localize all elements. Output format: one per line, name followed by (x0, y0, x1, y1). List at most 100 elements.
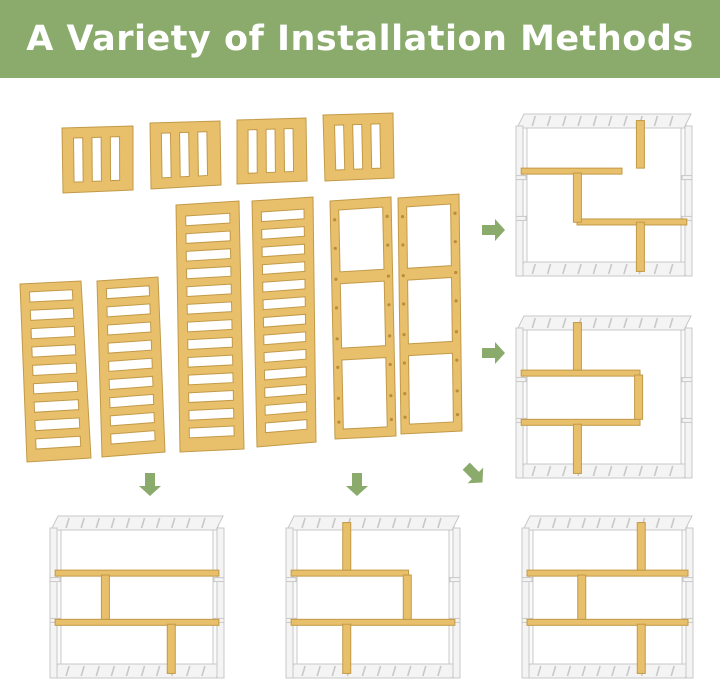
side-rail (49, 577, 61, 583)
shelf-configuration-icon (521, 515, 694, 679)
slat (422, 517, 427, 529)
slat (406, 665, 412, 677)
panel-gap (261, 243, 306, 258)
screw-dot (402, 333, 406, 337)
screw-dot (454, 299, 458, 303)
slat (596, 517, 601, 529)
panel-opening (179, 131, 190, 178)
slat (562, 317, 567, 329)
slat (331, 665, 337, 677)
slat (140, 517, 146, 529)
screw-dot (402, 302, 406, 306)
panel-gap (261, 226, 305, 240)
slat (592, 465, 598, 477)
slat (607, 263, 613, 275)
panel-gap (29, 307, 75, 321)
bamboo-divider (635, 120, 645, 169)
bottom-shelf (516, 463, 692, 479)
front-post (515, 125, 524, 277)
panel-gap (32, 380, 79, 395)
screw-dot (388, 362, 392, 367)
slat (653, 465, 659, 477)
slat (551, 665, 557, 677)
bamboo-panel-icon (397, 193, 463, 435)
panel-gap (186, 283, 232, 297)
bamboo-shelf (54, 618, 220, 626)
bamboo-panel-icon (96, 276, 166, 458)
slat (581, 517, 587, 529)
arrow-icon (482, 342, 505, 364)
screw-dot (455, 358, 459, 362)
panel-gap (188, 425, 235, 439)
slat (668, 115, 674, 127)
slat (668, 263, 674, 275)
screw-dot (334, 306, 339, 310)
slat (65, 517, 70, 529)
bamboo-panel-icon (175, 200, 245, 453)
bamboo-shelf (526, 569, 689, 577)
bamboo-divider (636, 522, 646, 571)
bamboo-shelf (290, 569, 410, 577)
top-shelf (286, 515, 460, 531)
slat (551, 517, 557, 529)
bottom-shelf (286, 663, 460, 679)
panel-gap (262, 278, 306, 293)
front-post (452, 527, 461, 679)
side-rail (681, 377, 693, 383)
slat (406, 517, 412, 529)
screw-dot (403, 415, 407, 419)
slat (376, 517, 382, 529)
slat (592, 263, 598, 275)
panel-gap (28, 289, 74, 303)
panel-gap (31, 344, 77, 358)
panel-gap (32, 362, 78, 377)
panel-opening (283, 127, 295, 173)
panel-gap (106, 303, 151, 318)
slat (581, 665, 587, 677)
panel-gap (108, 357, 153, 372)
slat (437, 517, 442, 529)
side-rail (681, 175, 693, 181)
bamboo-panel-icon (251, 196, 317, 448)
arrow-shape (462, 462, 484, 484)
slat (391, 665, 397, 677)
slat (95, 517, 101, 529)
panel-gap (188, 407, 235, 421)
panel-gap (185, 248, 232, 262)
bamboo-panel-icon (329, 196, 397, 440)
slat (655, 517, 661, 529)
slat (607, 115, 613, 127)
arrow-icon (139, 473, 161, 496)
slat (625, 517, 631, 529)
screw-dot (401, 243, 405, 247)
screw-dot (387, 303, 391, 307)
panel-opening (197, 131, 209, 177)
panel-opening (333, 124, 346, 171)
panel-window (339, 280, 387, 349)
slat (546, 263, 552, 275)
arrow-icon (482, 219, 505, 241)
slat (623, 263, 628, 275)
panel-gap (35, 435, 82, 450)
slat (301, 665, 306, 677)
slat (140, 665, 146, 677)
panel-gap (186, 301, 233, 315)
slat (537, 665, 542, 677)
front-post (684, 327, 693, 479)
arrow-icon (346, 473, 368, 496)
panel-opening (265, 128, 276, 174)
front-post (684, 125, 693, 277)
bottom-shelf (516, 261, 692, 277)
slat (537, 517, 542, 529)
side-rail (285, 577, 297, 583)
slat (110, 517, 116, 529)
front-post (285, 527, 294, 679)
bamboo-divider (572, 423, 582, 474)
bamboo-divider (166, 623, 176, 674)
slat (562, 115, 567, 127)
panel-gap (263, 348, 307, 363)
slat (331, 517, 337, 529)
bamboo-panel-icon (19, 280, 92, 463)
screw-dot (455, 389, 459, 393)
slat (653, 263, 659, 275)
